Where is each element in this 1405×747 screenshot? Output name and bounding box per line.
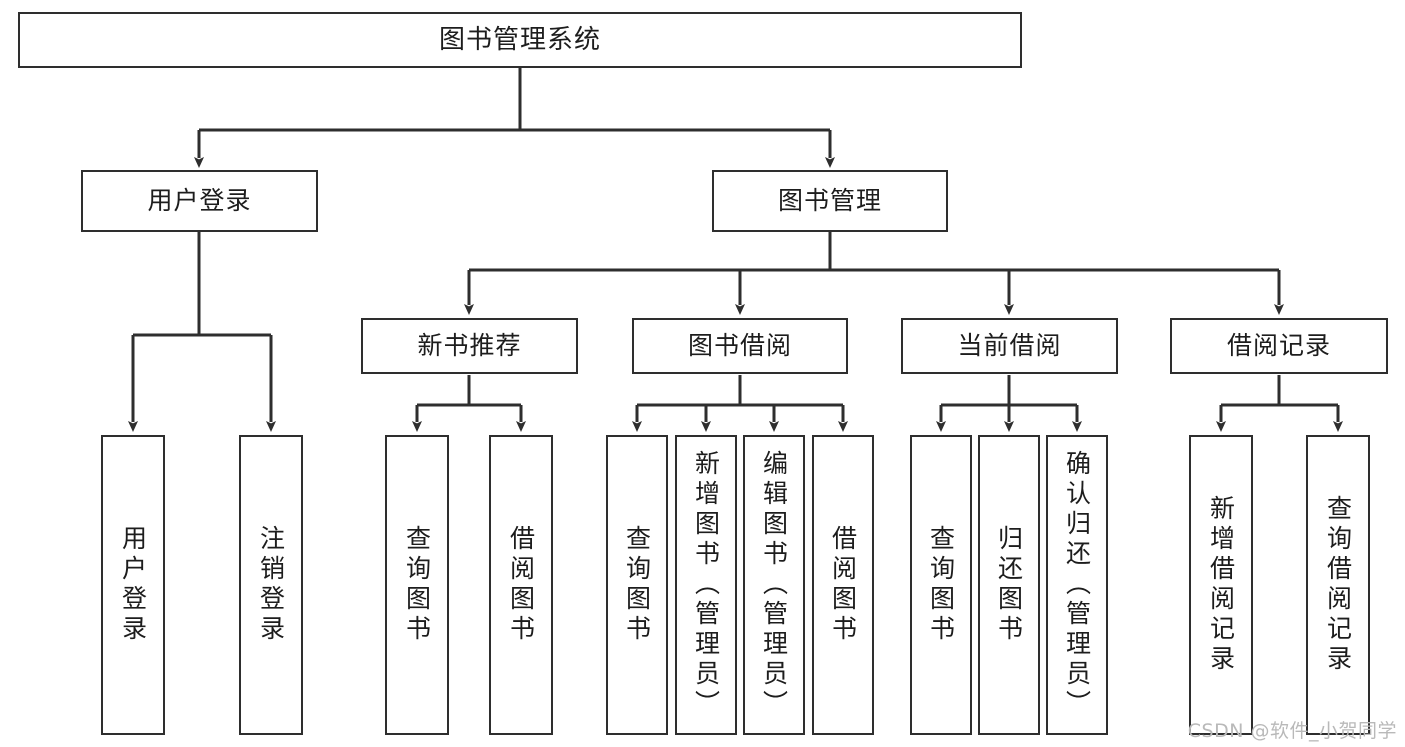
node-label: 查询图书	[926, 525, 956, 645]
node-label: 借阅图书	[828, 525, 858, 645]
node-label: 新增图书（管理员）	[691, 450, 721, 720]
node-label: 用户登录	[118, 525, 148, 645]
node-label: 新增借阅记录	[1206, 495, 1236, 675]
leaf-current-return-book[interactable]: 归还图书	[978, 435, 1040, 735]
node-label: 图书管理	[777, 186, 882, 216]
leaf-new-book-borrow[interactable]: 借阅图书	[489, 435, 553, 735]
watermark-text: CSDN @软件_小贺同学	[1187, 720, 1397, 742]
node-book-management[interactable]: 图书管理	[712, 170, 948, 232]
node-label: 借阅图书	[506, 525, 536, 645]
node-label: 归还图书	[994, 525, 1024, 645]
leaf-borrow-add-book-admin[interactable]: 新增图书（管理员）	[675, 435, 737, 735]
node-user-login[interactable]: 用户登录	[81, 170, 318, 232]
leaf-record-query-record[interactable]: 查询借阅记录	[1306, 435, 1370, 735]
node-label: 查询图书	[622, 525, 652, 645]
node-label: 查询借阅记录	[1323, 495, 1353, 675]
node-label: 查询图书	[402, 525, 432, 645]
leaf-borrow-query-book[interactable]: 查询图书	[606, 435, 668, 735]
node-label: 图书管理系统	[438, 24, 601, 55]
leaf-current-confirm-return-admin[interactable]: 确认归还（管理员）	[1046, 435, 1108, 735]
node-borrow-record[interactable]: 借阅记录	[1170, 318, 1388, 374]
leaf-new-book-query[interactable]: 查询图书	[385, 435, 449, 735]
node-label: 编辑图书（管理员）	[759, 450, 789, 720]
leaf-record-add-record[interactable]: 新增借阅记录	[1189, 435, 1253, 735]
leaf-borrow-borrow-book[interactable]: 借阅图书	[812, 435, 874, 735]
node-current-borrow[interactable]: 当前借阅	[901, 318, 1118, 374]
leaf-current-query-book[interactable]: 查询图书	[910, 435, 972, 735]
node-label: 确认归还（管理员）	[1062, 450, 1092, 720]
node-label: 借阅记录	[1226, 331, 1331, 361]
leaf-borrow-edit-book-admin[interactable]: 编辑图书（管理员）	[743, 435, 805, 735]
node-book-borrow[interactable]: 图书借阅	[632, 318, 848, 374]
node-new-book-recommend[interactable]: 新书推荐	[361, 318, 578, 374]
node-label: 用户登录	[147, 186, 252, 216]
node-label: 图书借阅	[687, 331, 792, 361]
node-root-library-system[interactable]: 图书管理系统	[18, 12, 1022, 68]
leaf-user-login-logout[interactable]: 注销登录	[239, 435, 303, 735]
node-label: 新书推荐	[417, 331, 522, 361]
node-label: 注销登录	[256, 525, 286, 645]
node-label: 当前借阅	[957, 331, 1062, 361]
leaf-user-login-login[interactable]: 用户登录	[101, 435, 165, 735]
